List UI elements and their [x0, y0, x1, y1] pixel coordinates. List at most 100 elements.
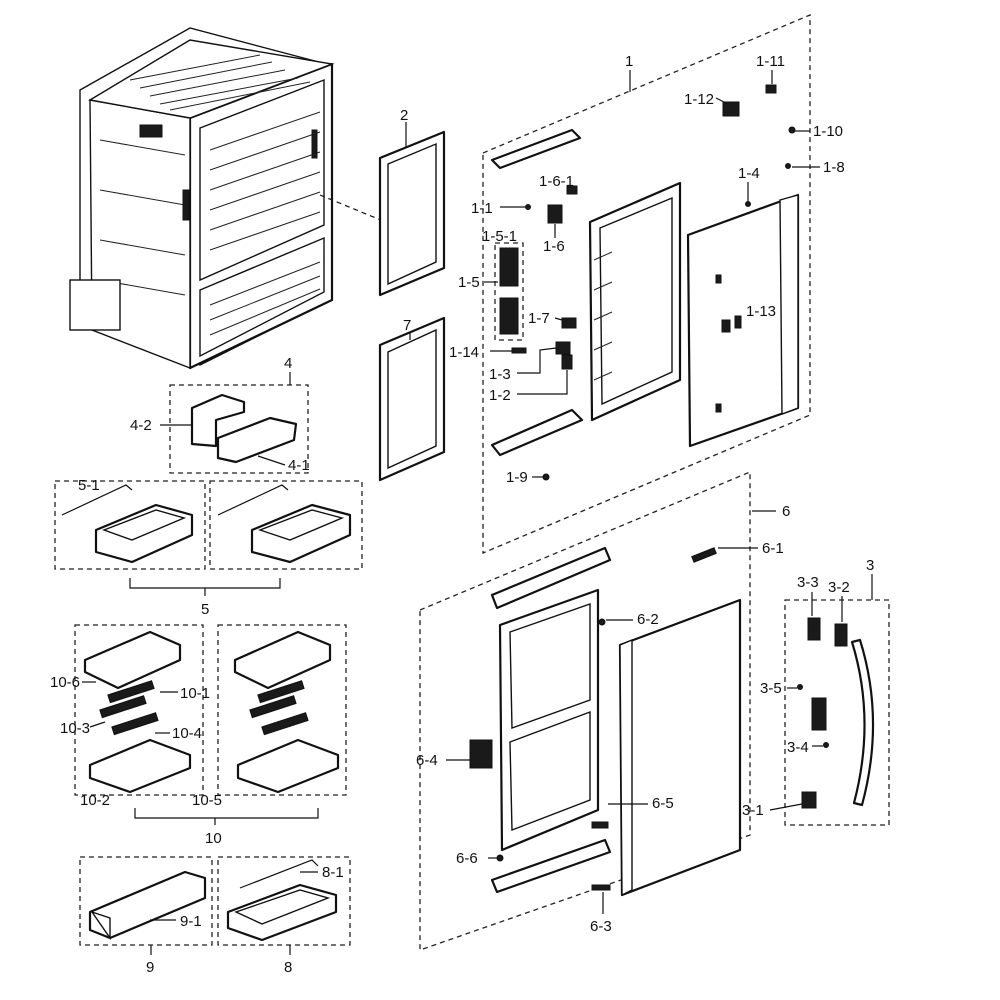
callout-10-3: 10-3 — [60, 720, 90, 737]
hinge-1-6 — [547, 204, 563, 224]
bin-9 — [88, 870, 207, 941]
storage-bin-icon — [190, 393, 298, 464]
door-gasket-upper — [378, 130, 446, 297]
callout-1-12: 1-12 — [684, 91, 714, 108]
callout-1: 1 — [625, 53, 633, 70]
door-handle-icon — [850, 638, 875, 807]
callout-10-1: 10-1 — [180, 685, 210, 702]
callout-1-1: 1-1 — [471, 200, 493, 217]
door-liner-6 — [498, 588, 600, 852]
callout-1-14: 1-14 — [449, 344, 479, 361]
callout-1-11: 1-11 — [756, 53, 785, 70]
door-panel-icon — [686, 193, 800, 448]
callout-4-1: 4-1 — [288, 457, 310, 474]
hinge-bracket-1-5-1 — [499, 247, 519, 287]
callout-4-2: 4-2 — [130, 417, 152, 434]
screw-1-10 — [788, 126, 796, 134]
refrigerator-cabinet-icon — [69, 27, 335, 370]
group-1-box — [482, 14, 811, 554]
part-6-1 — [691, 547, 717, 563]
callout-1-8: 1-8 — [823, 159, 845, 176]
door-cap-bottom — [490, 408, 584, 457]
screw-1-4 — [745, 201, 751, 207]
group-10-box-left — [74, 624, 204, 796]
callout-1-2: 1-2 — [489, 387, 511, 404]
part-6-3 — [591, 884, 611, 891]
callout-2: 2 — [400, 107, 408, 124]
door-cap-bottom-6 — [490, 838, 612, 894]
callout-6-5: 6-5 — [652, 795, 674, 812]
part-3-3 — [807, 617, 821, 641]
part-1-14 — [511, 347, 527, 354]
bin-5-right — [217, 484, 352, 564]
part-1-3 — [555, 341, 571, 355]
callout-10-6: 10-6 — [50, 674, 80, 691]
callout-3-3: 3-3 — [797, 574, 819, 591]
hinge-pin-1-6-1 — [566, 185, 578, 195]
callout-3-2: 3-2 — [828, 579, 850, 596]
part-1-7 — [561, 317, 577, 329]
callout-5: 5 — [201, 601, 209, 618]
callout-5-1: 5-1 — [78, 477, 100, 494]
callout-6-3: 6-3 — [590, 918, 612, 935]
bracket-3-5 — [811, 697, 827, 731]
door-cap-top-6 — [490, 546, 612, 610]
callout-3-1: 3-1 — [742, 802, 764, 819]
group-8-box — [217, 856, 351, 946]
callout-1-6: 1-6 — [543, 238, 565, 255]
drawer-icon — [83, 630, 340, 794]
part-1-11 — [765, 84, 777, 94]
group-9-box — [79, 856, 213, 946]
group-4-box — [169, 384, 309, 474]
callout-1-7: 1-7 — [528, 310, 550, 327]
group-3-box — [784, 599, 890, 826]
callout-10-4: 10-4 — [172, 725, 202, 742]
callout-9: 9 — [146, 959, 154, 976]
screw-1-8 — [785, 163, 791, 169]
callout-8: 8 — [284, 959, 292, 976]
hinge-bracket-1-5 — [499, 297, 519, 335]
screw-1-9 — [542, 473, 550, 481]
part-3-1 — [801, 791, 817, 809]
part-3-2 — [834, 623, 848, 647]
callout-1-4: 1-4 — [738, 165, 760, 182]
group-6-box — [419, 471, 751, 951]
callout-7: 7 — [403, 317, 411, 334]
bin-8 — [226, 859, 338, 942]
screw-6-6 — [496, 854, 504, 862]
group-5-box-right — [209, 480, 363, 570]
screw-3-5 — [797, 684, 803, 690]
part-6-5 — [591, 821, 609, 829]
callout-6-4: 6-4 — [416, 752, 438, 769]
part-1-12 — [722, 101, 740, 117]
callout-6-1: 6-1 — [762, 540, 784, 557]
callout-6: 6 — [782, 503, 790, 520]
group-5-box-left — [54, 480, 206, 570]
callout-4: 4 — [284, 355, 292, 372]
callout-10-2: 10-2 — [80, 792, 110, 809]
door-panel-lower — [618, 598, 742, 897]
callout-10-5: 10-5 — [192, 792, 222, 809]
screw-1-1 — [525, 204, 531, 210]
door-cap-top — [490, 128, 582, 170]
part-6-4 — [469, 739, 493, 769]
callout-3-5: 3-5 — [760, 680, 782, 697]
bin-5-left — [61, 484, 194, 564]
callout-8-1: 8-1 — [322, 864, 344, 881]
callout-1-3: 1-3 — [489, 366, 511, 383]
part-1-2 — [561, 354, 573, 370]
door-gasket-lower — [378, 316, 446, 482]
callout-1-5-1: 1-5-1 — [482, 228, 517, 245]
callout-1-10: 1-10 — [813, 123, 843, 140]
callout-3-4: 3-4 — [787, 739, 809, 756]
callout-1-13: 1-13 — [746, 303, 776, 320]
callout-6-2: 6-2 — [637, 611, 659, 628]
callout-3: 3 — [866, 557, 874, 574]
callout-6-6: 6-6 — [456, 850, 478, 867]
door-liner — [588, 181, 682, 422]
callout-1-6-1: 1-6-1 — [539, 173, 574, 190]
callout-9-1: 9-1 — [180, 913, 202, 930]
screw-3-4 — [823, 742, 829, 748]
group-10-box-right — [217, 624, 347, 796]
